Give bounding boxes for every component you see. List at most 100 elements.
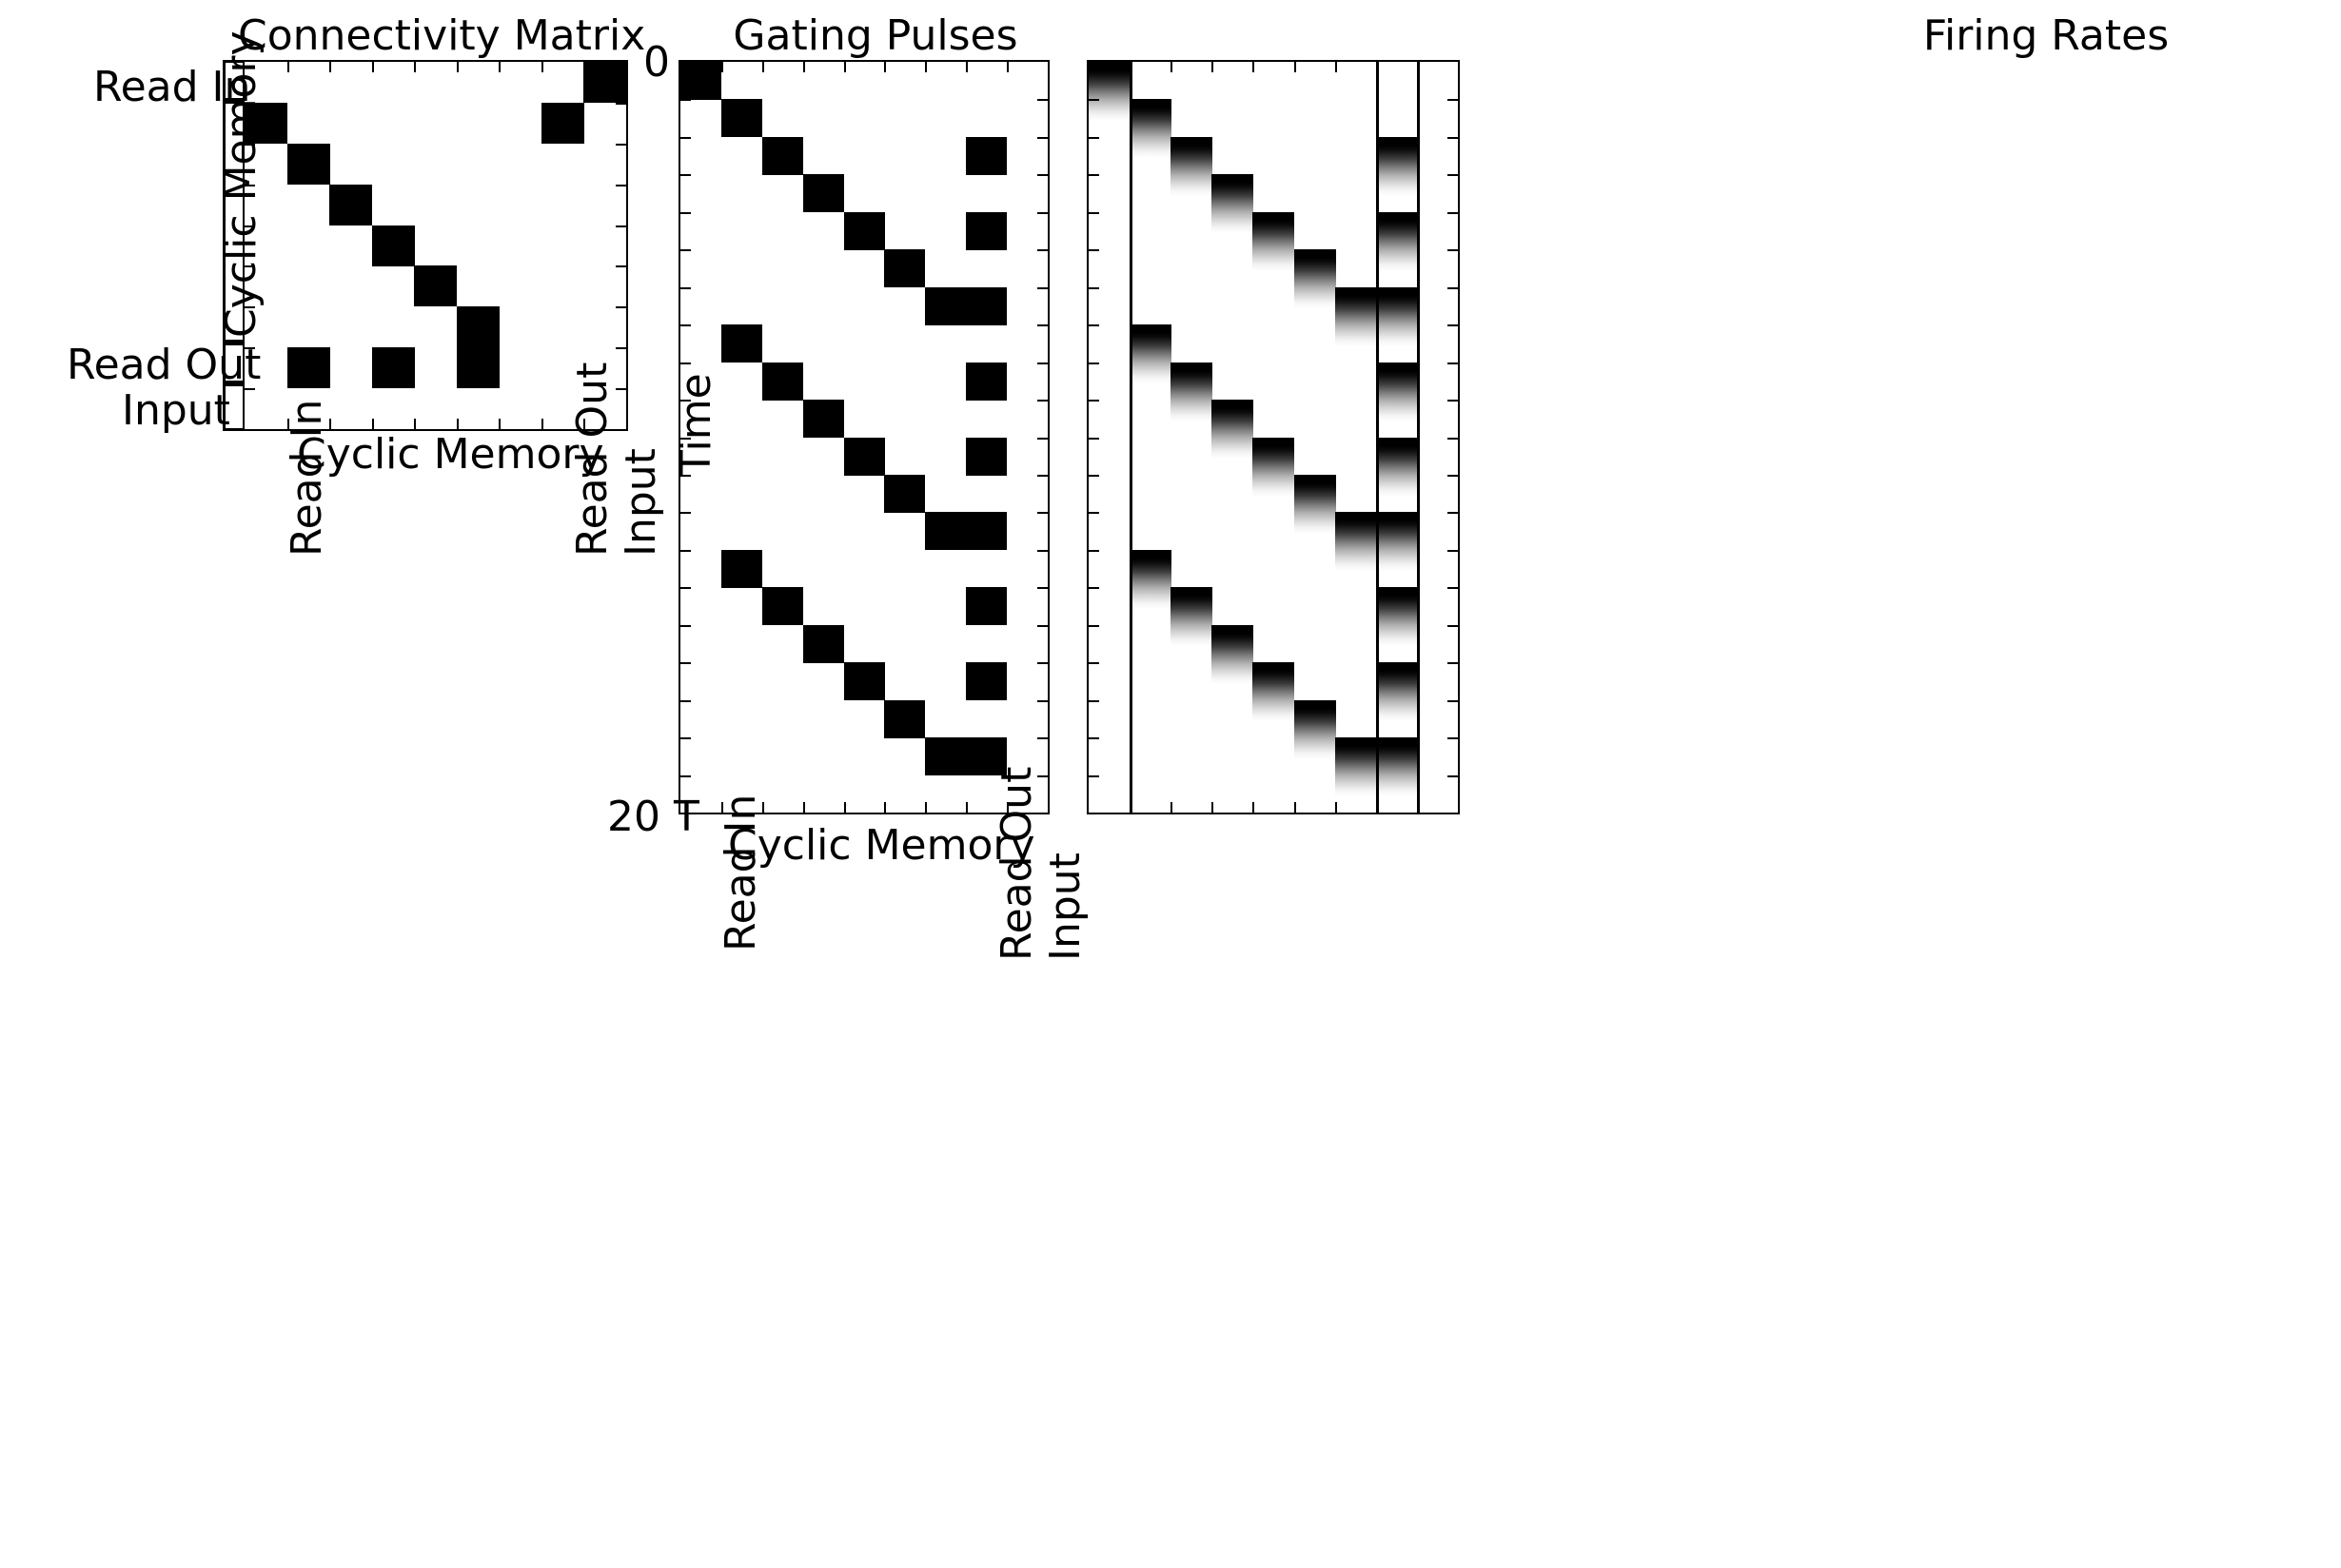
x-axis-tick bbox=[1170, 802, 1173, 813]
gating-x-label-read-out: Read Out bbox=[993, 766, 1041, 961]
y-axis-tick bbox=[616, 388, 626, 391]
y-axis-tick bbox=[1447, 549, 1458, 552]
gating-pulses-plot[interactable] bbox=[679, 60, 1050, 814]
x-axis-tick bbox=[1293, 802, 1296, 813]
connectivity-y-label-cyclic-memory: Cyclic Memory bbox=[217, 30, 266, 338]
y-axis-tick bbox=[1447, 437, 1458, 440]
gating-pulse-cell bbox=[843, 211, 885, 250]
y-axis-tick bbox=[1089, 437, 1099, 440]
x-axis-tick bbox=[843, 802, 846, 813]
x-axis-tick bbox=[371, 62, 374, 72]
y-axis-tick bbox=[680, 699, 691, 702]
gating-pulse-cell bbox=[802, 174, 844, 213]
y-axis-tick bbox=[1447, 136, 1458, 139]
x-axis-tick bbox=[414, 62, 417, 72]
y-axis-tick bbox=[1447, 699, 1458, 702]
y-axis-tick bbox=[680, 662, 691, 665]
x-axis-tick bbox=[1130, 62, 1132, 72]
x-axis-tick bbox=[843, 62, 846, 72]
connectivity-cell bbox=[329, 184, 373, 225]
x-axis-tick bbox=[1375, 802, 1378, 813]
y-axis-tick bbox=[1037, 662, 1048, 665]
firing-rates-plot[interactable] bbox=[1087, 60, 1460, 814]
firing-rate-trace bbox=[1211, 624, 1254, 684]
y-axis-tick bbox=[1089, 136, 1099, 139]
firing-rate-trace bbox=[1211, 174, 1254, 234]
firing-rate-trace bbox=[1089, 62, 1131, 121]
y-axis-tick bbox=[245, 102, 255, 105]
x-axis-tick bbox=[1252, 802, 1255, 813]
y-axis-tick bbox=[245, 347, 255, 350]
y-axis-tick bbox=[616, 265, 626, 268]
y-axis-tick bbox=[1089, 362, 1099, 364]
x-axis-tick bbox=[541, 419, 543, 429]
x-axis-tick bbox=[1334, 802, 1337, 813]
y-axis-tick bbox=[1447, 400, 1458, 402]
y-axis-tick bbox=[1089, 512, 1099, 515]
gating-pulse-cell bbox=[884, 249, 926, 288]
y-axis-tick bbox=[245, 306, 255, 309]
y-axis-tick bbox=[1089, 474, 1099, 477]
firing-rate-trace bbox=[1170, 362, 1213, 421]
connectivity-cell bbox=[371, 225, 415, 266]
connectivity-y-label-input: Input bbox=[122, 386, 230, 435]
gating-pulse-cell bbox=[925, 512, 967, 551]
y-axis-tick bbox=[1089, 549, 1099, 552]
y-axis-tick bbox=[1037, 249, 1048, 252]
y-axis-tick bbox=[1037, 324, 1048, 327]
x-axis-tick bbox=[456, 419, 459, 429]
y-axis-tick bbox=[616, 184, 626, 186]
x-axis-tick bbox=[371, 419, 374, 429]
connectivity-matrix-plot[interactable] bbox=[243, 60, 628, 431]
y-axis-tick bbox=[680, 136, 691, 139]
y-axis-tick bbox=[680, 362, 691, 364]
x-axis-tick bbox=[583, 419, 586, 429]
y-axis-tick bbox=[1447, 512, 1458, 515]
x-axis-tick bbox=[1375, 62, 1378, 72]
connectivity-matrix-title: Connectivity Matrix bbox=[238, 11, 646, 60]
firing-rate-trace bbox=[1375, 211, 1418, 271]
connectivity-cell bbox=[541, 102, 584, 144]
gating-ytick-end: 20 T bbox=[607, 793, 699, 841]
x-axis-tick bbox=[1211, 802, 1214, 813]
connectivity-y-bracket-cyclic-memory bbox=[223, 101, 244, 343]
firing-rate-trace bbox=[1252, 662, 1295, 722]
connectivity-y-bracket-input bbox=[223, 383, 244, 431]
y-axis-tick bbox=[1447, 624, 1458, 627]
x-axis-tick bbox=[1416, 802, 1419, 813]
y-axis-tick bbox=[1037, 774, 1048, 777]
y-axis-tick bbox=[680, 437, 691, 440]
y-axis-tick bbox=[1089, 737, 1099, 740]
gating-pulse-cell bbox=[884, 699, 926, 738]
x-axis-tick bbox=[329, 419, 332, 429]
x-axis-tick bbox=[541, 62, 543, 72]
y-axis-tick bbox=[616, 102, 626, 105]
y-axis-tick bbox=[680, 474, 691, 477]
y-axis-tick bbox=[680, 211, 691, 214]
x-axis-tick bbox=[1007, 62, 1010, 72]
y-axis-tick bbox=[680, 587, 691, 590]
y-axis-tick bbox=[245, 265, 255, 268]
y-axis-tick bbox=[680, 624, 691, 627]
y-axis-tick bbox=[1089, 324, 1099, 327]
y-axis-tick bbox=[1089, 400, 1099, 402]
x-axis-tick bbox=[499, 62, 502, 72]
y-axis-tick bbox=[1037, 362, 1048, 364]
y-axis-tick bbox=[680, 174, 691, 177]
gating-ytick-zero: 0 bbox=[643, 38, 670, 87]
y-axis-tick bbox=[680, 99, 691, 102]
firing-rate-trace bbox=[1334, 737, 1377, 797]
x-axis-tick bbox=[583, 62, 586, 72]
y-axis-tick bbox=[680, 249, 691, 252]
y-axis-tick bbox=[1037, 512, 1048, 515]
firing-rate-trace bbox=[1375, 587, 1418, 647]
connectivity-cell bbox=[583, 62, 627, 103]
x-axis-tick bbox=[720, 802, 723, 813]
x-axis-tick bbox=[720, 62, 723, 72]
x-axis-tick bbox=[1211, 62, 1214, 72]
y-axis-tick bbox=[1447, 474, 1458, 477]
y-axis-tick bbox=[616, 347, 626, 350]
x-axis-tick bbox=[286, 419, 289, 429]
firing-rates-group-divider bbox=[1375, 62, 1379, 813]
y-axis-tick bbox=[245, 143, 255, 146]
